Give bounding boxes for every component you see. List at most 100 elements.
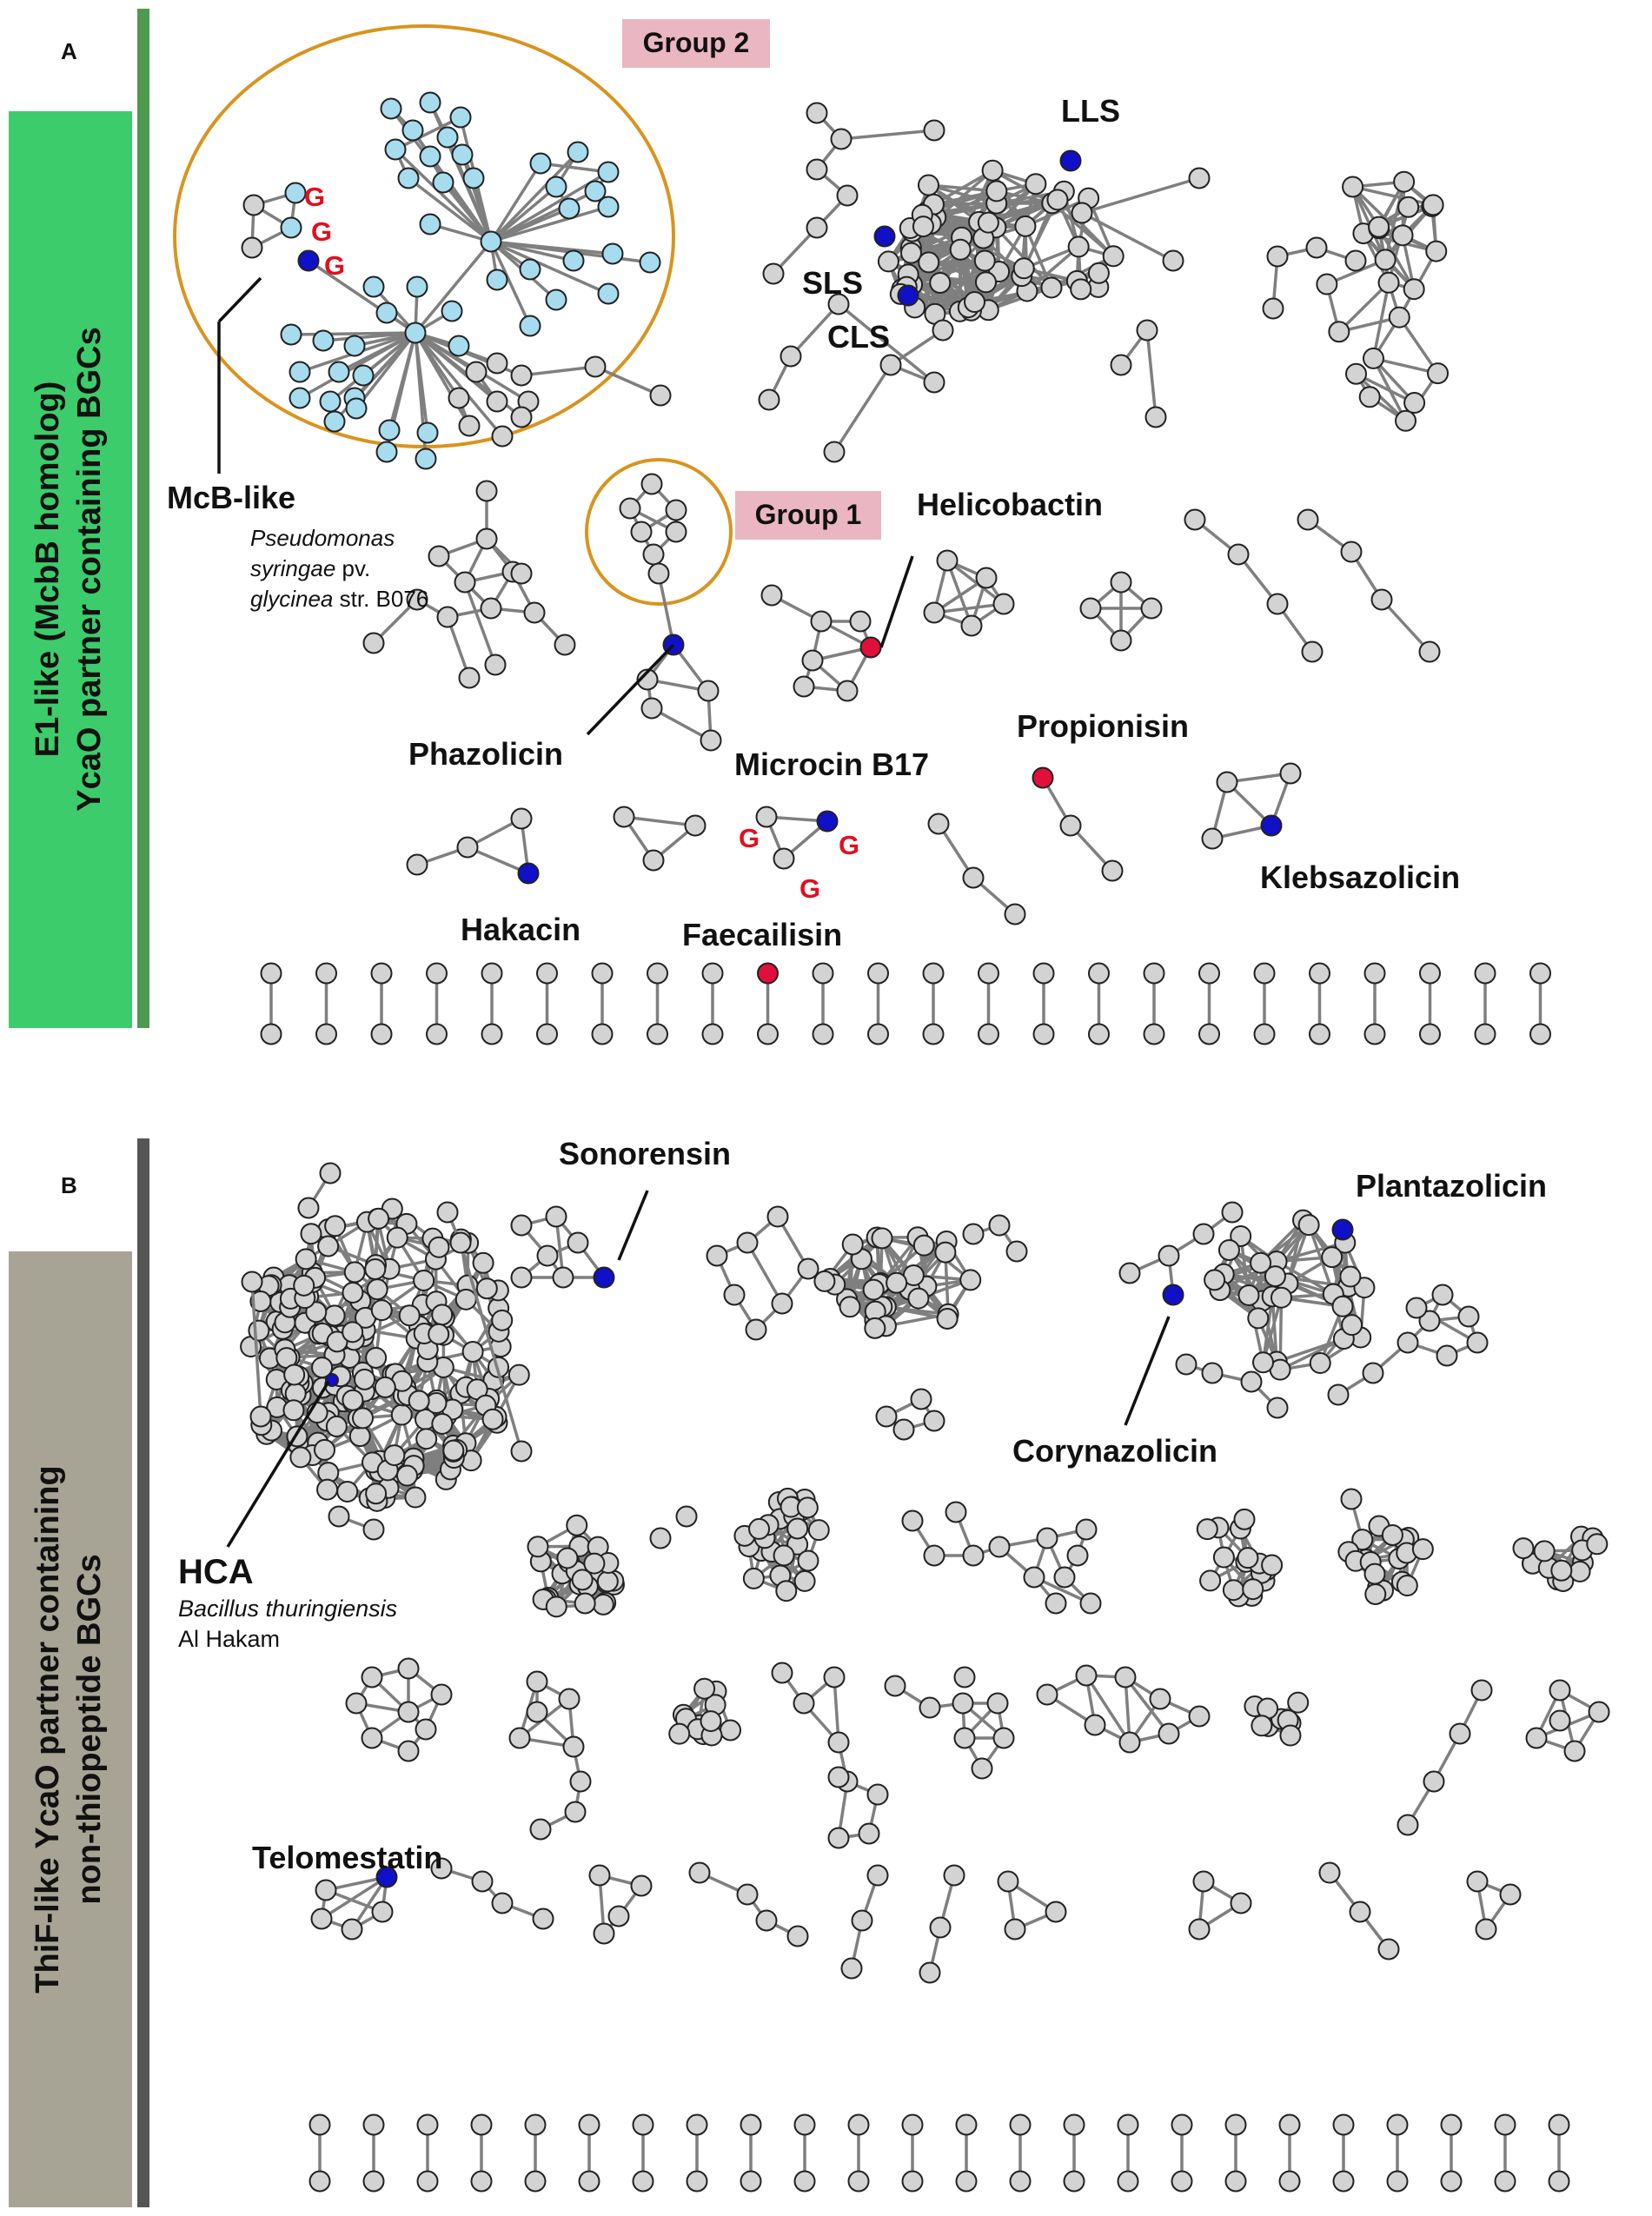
network-edge <box>1373 356 1438 375</box>
network-node <box>1045 1901 1067 1923</box>
network-edge <box>1279 1337 1345 1371</box>
network-node <box>1184 508 1206 531</box>
panel-a-letter: A <box>61 38 77 64</box>
network-node <box>588 1864 611 1887</box>
highlight-node-blue <box>1260 814 1283 837</box>
network-node <box>309 2113 331 2136</box>
network-node <box>793 2170 816 2193</box>
singleton-pair-cluster <box>922 962 945 1045</box>
network-node <box>556 1547 579 1569</box>
network-edge <box>1307 1224 1335 1295</box>
network-node <box>886 1271 908 1294</box>
network-node <box>1067 236 1090 258</box>
group2-label: Group 2 <box>643 27 750 58</box>
network-node <box>532 1907 554 1930</box>
group2-node <box>639 251 661 274</box>
network-node <box>241 1271 263 1293</box>
network-node <box>415 1718 437 1741</box>
group2-box <box>622 19 770 68</box>
highlight-node-blue <box>1059 149 1082 172</box>
group2-node <box>312 329 335 352</box>
singleton-pair-cluster <box>812 962 834 1045</box>
network-node <box>801 649 824 672</box>
network-node <box>1053 1566 1076 1589</box>
network-node <box>827 1731 850 1754</box>
g-marker: G <box>304 182 325 212</box>
network-node <box>345 1692 368 1715</box>
network-node <box>1216 771 1238 793</box>
network-node <box>978 962 999 985</box>
network-node <box>1499 1883 1522 1906</box>
network-node <box>1253 1023 1276 1045</box>
singleton-pair-cluster <box>370 962 393 1045</box>
network-node <box>953 1666 976 1689</box>
network-node <box>723 1284 746 1306</box>
network-node <box>642 543 665 566</box>
network-node <box>1309 1352 1331 1375</box>
singleton-pair-cluster <box>315 962 337 1045</box>
network-node <box>901 2113 924 2136</box>
network-node <box>619 497 641 520</box>
network-node <box>536 1023 558 1045</box>
hca-strain: Al Hakam <box>178 1626 280 1652</box>
b-row2-ball1-cluster <box>527 1505 698 1618</box>
singleton-pair-cluster <box>978 962 999 1045</box>
network-node <box>918 251 940 274</box>
network-node <box>971 1757 993 1780</box>
singleton-pair-cluster <box>1419 962 1441 1045</box>
panel-b: B ThiF-like YcaO partner containing non-… <box>9 1136 1610 2207</box>
network-edge <box>521 365 596 377</box>
network-node <box>773 847 795 870</box>
network-node <box>1345 362 1368 385</box>
network-node <box>934 1241 957 1264</box>
network-node <box>836 184 859 207</box>
singleton-pair-cluster <box>1088 962 1110 1045</box>
group2-node <box>352 364 375 387</box>
network-node <box>1118 1262 1141 1284</box>
network-node <box>289 1446 312 1469</box>
network-node <box>591 962 614 985</box>
network-node <box>343 1261 366 1284</box>
group2-node <box>384 138 407 161</box>
network-node <box>771 1662 793 1684</box>
singleton-pair-cluster <box>416 2113 439 2193</box>
network-node <box>1009 2113 1032 2136</box>
lls-sls-cls-cluster <box>877 159 1125 325</box>
group2-node <box>401 119 424 142</box>
network-node <box>458 415 481 437</box>
network-node <box>1253 962 1276 985</box>
b-row4-10-cluster <box>1466 1870 1522 1941</box>
klebsazolicin-label: Klebsazolicin <box>1260 859 1460 895</box>
network-node <box>978 1023 999 1045</box>
network-node <box>1411 1538 1434 1561</box>
network-node <box>849 610 872 633</box>
network-node <box>1199 1569 1222 1592</box>
network-node <box>1397 196 1420 218</box>
network-node <box>797 1257 819 1280</box>
network-b <box>240 1162 1610 2193</box>
group2-node <box>375 302 398 324</box>
b-row3-4-cluster <box>771 1662 889 1849</box>
network-node <box>342 1321 364 1344</box>
b-row4-9-cluster <box>1318 1861 1400 1961</box>
network-node <box>1418 640 1441 663</box>
network-node <box>1419 962 1441 985</box>
network-node <box>475 480 498 502</box>
network-edge <box>1380 598 1431 654</box>
group2-node <box>597 161 620 183</box>
network-edge <box>490 240 609 295</box>
microcin-label: Microcin B17 <box>734 746 929 782</box>
network-node <box>1242 1578 1264 1601</box>
network-node <box>757 1023 779 1045</box>
network-node <box>1230 1224 1252 1247</box>
network-edge <box>837 302 936 384</box>
network-edge <box>299 331 416 400</box>
group2-node <box>432 171 454 194</box>
network-node <box>1158 1244 1180 1267</box>
network-node <box>1349 1901 1371 1923</box>
network-node <box>472 1251 494 1274</box>
network-node <box>701 962 724 985</box>
network-node <box>875 1405 898 1428</box>
network-edge <box>594 365 661 397</box>
network-node <box>578 2170 600 2193</box>
